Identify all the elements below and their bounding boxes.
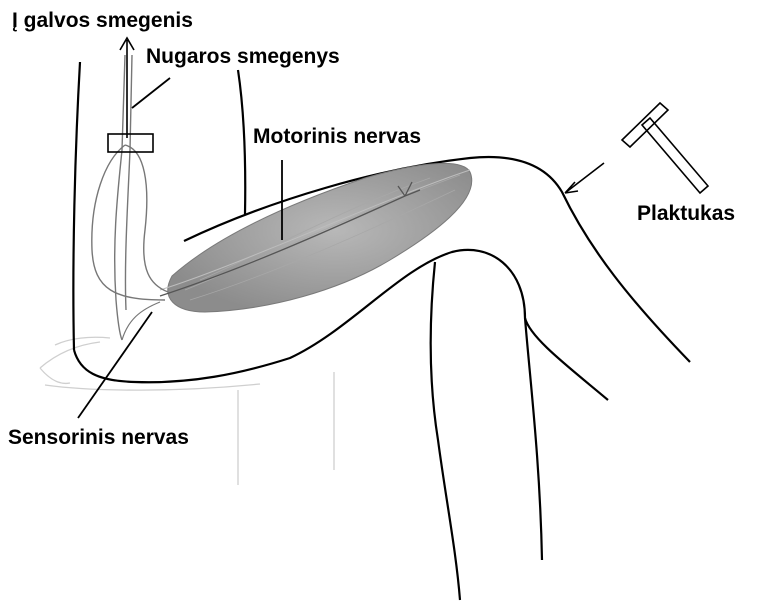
belly-outline <box>238 70 245 214</box>
back-outline <box>73 62 80 350</box>
spinal-cord-leader <box>132 78 170 108</box>
sensory-nerve-leader <box>78 312 152 418</box>
motor-nerve-label: Motorinis nervas <box>253 126 421 147</box>
to-brain-label: Į galvos smegenis <box>12 10 193 31</box>
chair-sketch <box>40 337 334 485</box>
strike-arrow <box>565 163 604 193</box>
hammer-label: Plaktukas <box>637 203 735 224</box>
spinal-cord-label: Nugaros smegenys <box>146 46 340 67</box>
calf-outline <box>431 262 460 600</box>
shin-outline <box>525 318 542 560</box>
sensory-nerve-label: Sensorinis nervas <box>8 427 189 448</box>
sensory-fiber <box>122 302 160 340</box>
spinal-cord-nerves <box>92 55 168 340</box>
hammer-icon <box>622 103 708 193</box>
